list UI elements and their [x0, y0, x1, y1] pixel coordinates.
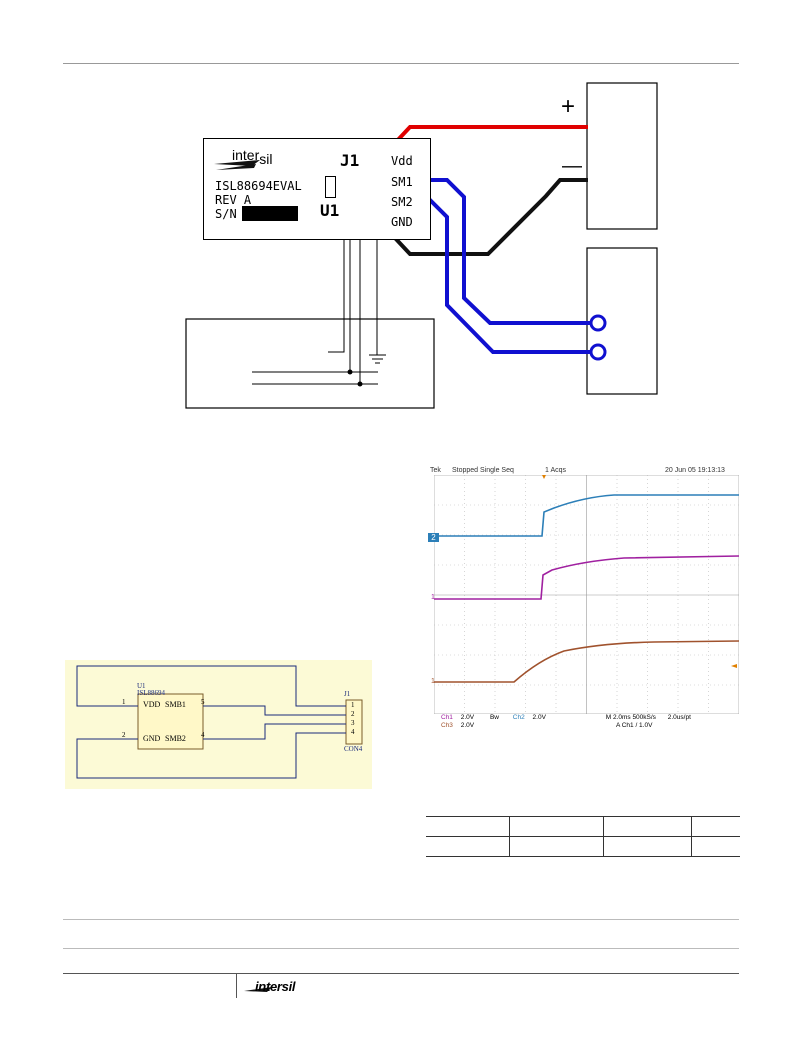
footer-divider: [236, 974, 237, 998]
con-name: CON4: [344, 745, 363, 753]
pin-smb2-label: SMB2: [165, 734, 186, 743]
trace-ch1: [434, 555, 739, 600]
pin-vdd-label: VDD: [143, 700, 161, 709]
scope-date: 20 Jun 05 19:13:13: [665, 467, 725, 474]
u1-ref: U1: [137, 682, 146, 690]
ch1-label: Ch1: [441, 714, 453, 721]
con-pin-3: 3: [351, 719, 355, 727]
board-rev: REV A: [215, 193, 252, 207]
host-box: [185, 318, 435, 409]
power-supply-box: [586, 82, 658, 230]
pin-2-num: 2: [122, 731, 126, 739]
u1-label: U1: [320, 201, 340, 220]
trace-ch2: [434, 494, 739, 537]
scope-footer-line2: Ch3 2.0V A Ch1 / 1.0V: [441, 722, 653, 729]
sm1-terminal: [589, 314, 607, 332]
pin-label-gnd: GND: [391, 215, 413, 229]
con-pin-4: 4: [351, 728, 355, 736]
schematic-wires: [76, 665, 363, 779]
sm2-terminal: [589, 343, 607, 361]
intersil-swoosh-icon: [244, 987, 272, 992]
board-logo: intersil: [232, 147, 273, 167]
scope-mode: Stopped Single Seq: [452, 467, 514, 474]
scope-footer-line1: Ch1 2.0V Bw Ch2 2.0V M 2.0ms 500kS/s 2.0…: [441, 714, 691, 721]
pin-label-sm2: SM2: [391, 195, 413, 209]
footer-rule-1: [63, 919, 739, 920]
trace-ch3: [434, 640, 739, 683]
u1-footprint: [325, 176, 336, 198]
table-row: [426, 836, 740, 857]
pin-gnd-label: GND: [143, 734, 161, 743]
j1-label: J1: [340, 151, 360, 170]
con-pin-2: 2: [351, 710, 355, 718]
con-pin-1: 1: [351, 701, 355, 709]
data-table: [426, 816, 740, 857]
footer-rule-3: [63, 973, 739, 974]
ch2-marker: 2: [428, 533, 439, 542]
eval-board: [203, 138, 431, 240]
pin-1-num: 1: [122, 698, 126, 706]
header-rule: [63, 63, 739, 64]
supply-plus: +: [561, 93, 576, 120]
pin-label-sm1: SM1: [391, 175, 413, 189]
gnd-wire: [378, 178, 588, 256]
scope-brand: Tek: [430, 467, 441, 474]
sm1-wire: [380, 178, 597, 325]
table-row: [426, 816, 740, 837]
scope-acqs: 1 Acqs: [545, 467, 567, 474]
pin-5-num: 5: [201, 698, 205, 706]
board-sn: S/N: [215, 207, 237, 221]
scope-screen: [434, 475, 739, 714]
pin-smb1-label: SMB1: [165, 700, 186, 709]
intersil-swoosh-icon: [214, 160, 260, 170]
pin-4-num: 4: [201, 731, 205, 739]
pin-label-vdd: Vdd: [391, 154, 413, 168]
board-model: ISL88694EVAL: [215, 179, 302, 193]
j1-ref: J1: [344, 690, 351, 698]
footer-logo: intersil: [255, 979, 296, 994]
sn-redaction: [242, 206, 298, 221]
ch1-marker: 1: [431, 594, 435, 601]
footer-rule-2: [63, 948, 739, 949]
supply-minus: —: [562, 155, 582, 177]
ch3-marker: 1: [431, 678, 435, 685]
u1-part: ISL88694: [137, 689, 165, 697]
